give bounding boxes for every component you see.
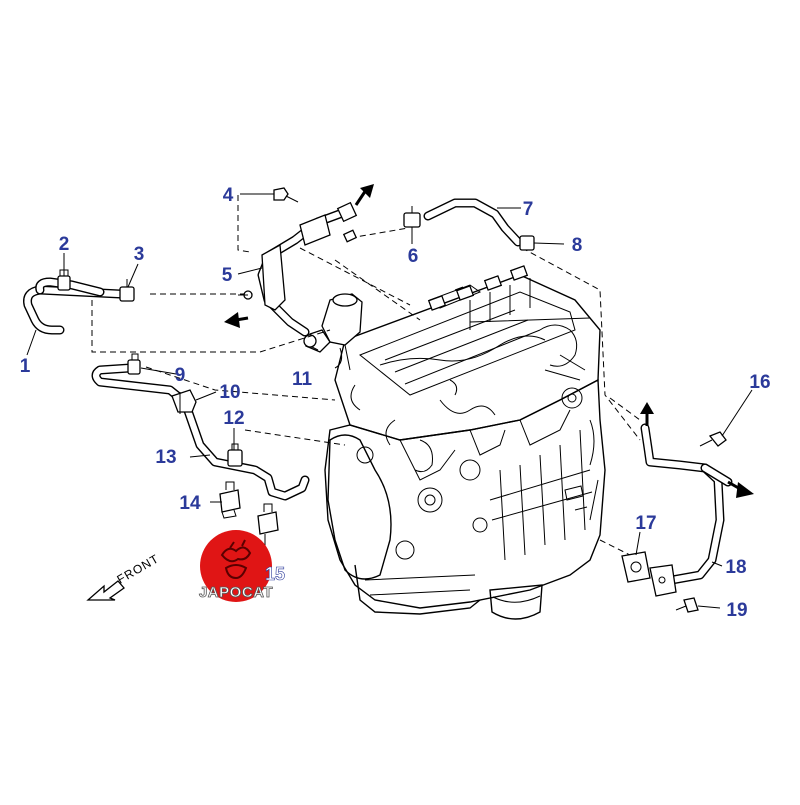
valve-unit <box>303 293 363 371</box>
callout-3: 3 <box>134 244 145 265</box>
clamp-3 <box>119 279 135 302</box>
clamp-8 <box>519 235 535 251</box>
engine-assembly <box>303 265 606 620</box>
front-label: FRONT <box>115 551 162 586</box>
connection-lines <box>91 195 641 561</box>
front-indicator: FRONT <box>86 551 162 601</box>
hose-1 <box>23 277 125 335</box>
callout-19: 19 <box>726 600 747 621</box>
clip-10 <box>171 389 197 414</box>
hose-13 <box>91 363 310 501</box>
callout-8: 8 <box>572 235 583 256</box>
callout-15: 15 <box>265 564 285 584</box>
callout-5: 5 <box>222 265 233 286</box>
japocat-logo: 15 JAPOCAT <box>199 530 285 602</box>
callout-6: 6 <box>408 246 419 267</box>
water-pipe-18 <box>640 423 733 597</box>
callout-9: 9 <box>175 365 186 386</box>
leader-lines <box>26 193 753 609</box>
callout-13: 13 <box>155 447 176 468</box>
front-arrow-icon <box>86 580 125 601</box>
callout-16: 16 <box>749 372 770 393</box>
bolt-19 <box>675 597 699 613</box>
callout-1: 1 <box>20 356 31 377</box>
hose-7 <box>423 198 523 247</box>
logo-cat-icon <box>220 539 252 580</box>
flow-arrow-up-left <box>354 184 374 206</box>
callout-2: 2 <box>59 234 70 255</box>
callout-numbers: 1 2 3 4 5 6 7 8 9 10 11 12 13 14 16 17 1… <box>20 185 771 621</box>
bolt-4 <box>273 187 299 203</box>
flow-arrow-right <box>727 480 754 498</box>
callout-14: 14 <box>179 493 201 514</box>
flow-arrow-up <box>640 402 654 426</box>
gasket-17 <box>621 551 651 583</box>
callout-11: 11 <box>292 369 313 390</box>
clamp-12 <box>227 443 243 467</box>
callout-7: 7 <box>523 199 534 220</box>
callout-18: 18 <box>725 557 746 578</box>
clamp-6 <box>403 206 421 228</box>
clip-15 <box>257 503 279 535</box>
callout-4: 4 <box>223 185 234 206</box>
logo-wordmark: JAPOCAT <box>199 584 273 601</box>
water-pipe-5 <box>238 201 358 337</box>
bolt-16 <box>699 431 727 447</box>
injector-rail <box>427 265 531 330</box>
callout-10: 10 <box>219 382 240 403</box>
callout-17: 17 <box>635 513 656 534</box>
callout-12: 12 <box>223 408 244 429</box>
flow-arrow-left <box>224 312 249 328</box>
clip-14 <box>219 481 241 519</box>
clamp-9 <box>127 353 141 375</box>
